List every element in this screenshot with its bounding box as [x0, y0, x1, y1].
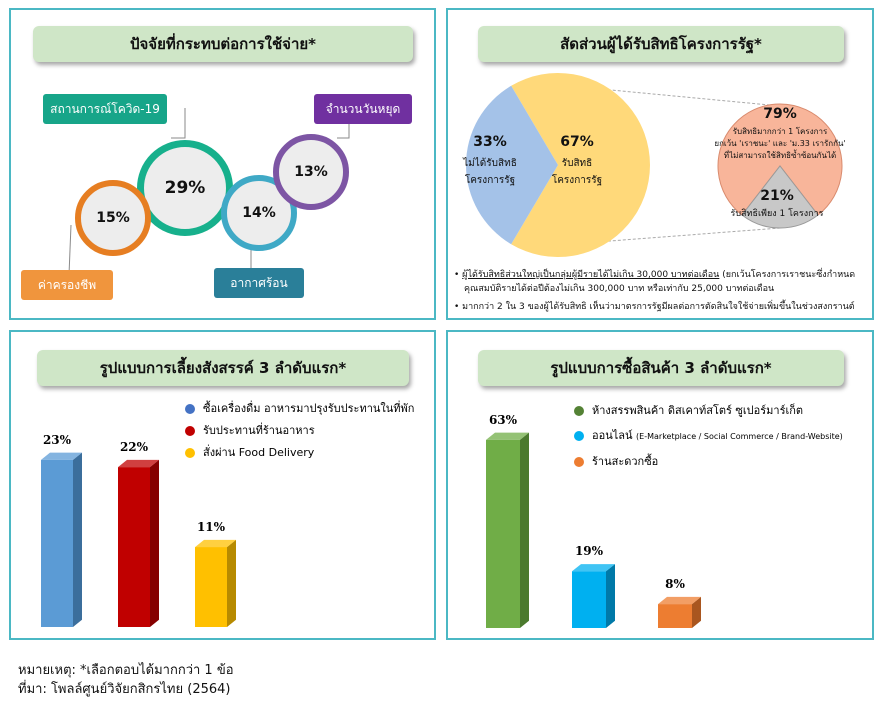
- bar-top-0: [41, 452, 82, 460]
- holidays-label: จำนวนวันหยุด: [314, 94, 412, 124]
- sub-big-line1: รับสิทธิมากกว่า 1 โครงการ: [732, 127, 828, 136]
- sub-big-value: 79%: [763, 106, 797, 122]
- party-legend-label-1: รับประทานที่ร้านอาหาร: [203, 424, 315, 437]
- holidays-circle: 13%: [273, 134, 349, 210]
- party-bar-label-0: 23%: [42, 432, 72, 447]
- bar-side-1: [606, 564, 615, 628]
- legend-dot-red: [185, 426, 195, 436]
- bar-front-2: [658, 604, 692, 628]
- party-bar-chart: [41, 452, 236, 627]
- bar-front-1: [118, 467, 150, 627]
- legend-dot-cyan: [574, 431, 584, 441]
- pie-right-label1: รับสิทธิ: [561, 158, 593, 169]
- legend-dot-orange: [574, 457, 584, 467]
- beneficiaries-title: สัดส่วนผู้ได้รับสิทธิโครงการรัฐ*: [478, 26, 844, 62]
- shopping-bar-label-1: 19%: [574, 544, 604, 559]
- bullet-dot: •: [454, 302, 463, 312]
- bar-top-2: [195, 539, 236, 548]
- bar-front-0: [486, 439, 520, 628]
- bar-top-1: [118, 459, 159, 468]
- bar-side-0: [520, 432, 529, 628]
- sub-small-value: 21%: [760, 188, 794, 204]
- bullet-1-continued: คุณสมบัติรายได้ต่อปีต้องไม่เกิน 300,000 …: [464, 284, 775, 294]
- pie-right-value: 67%: [560, 134, 594, 150]
- bar-side-2: [227, 539, 236, 627]
- party-panel: รูปแบบการเลี้ยงสังสรรค์ 3 ลำดับแรก* ซื้อ…: [9, 330, 436, 640]
- shopping-bar-chart: [486, 432, 701, 628]
- party-legend: ซื้อเครื่องดื่ม อาหารมาปรุงรับประทานในที…: [185, 398, 414, 464]
- party-legend-item-2: สั่งผ่าน Food Delivery: [185, 442, 414, 464]
- legend-dot-green: [574, 406, 584, 416]
- shopping-legend-item-1: ออนไลน์ (E-Marketplace / Social Commerce…: [574, 423, 843, 449]
- shopping-legend-item-0: ห้างสรรพสินค้า ดิสเคาท์สโตร์ ซูเปอร์มาร์…: [574, 398, 843, 423]
- beneficiaries-pies: [466, 73, 843, 258]
- party-legend-label-2: สั่งผ่าน Food Delivery: [203, 446, 315, 459]
- covid-circle: 29%: [137, 140, 233, 236]
- shopping-panel: รูปแบบการซื้อสินค้า 3 ลำดับแรก* ห้างสรรพ…: [446, 330, 874, 640]
- footer-note: หมายเหตุ: *เลือกตอบได้มากกว่า 1 ข้อ: [18, 663, 234, 678]
- pie-slice-received: [511, 73, 650, 258]
- footer-source: ที่มา: โพลล์ศูนย์วิจัยกสิกรไทย (2564): [18, 682, 231, 697]
- bar-front-1: [572, 571, 606, 628]
- legend-dot-yellow: [185, 448, 195, 458]
- sub-big-line3: ที่ไม่สามารถใช้สิทธิซ้ำซ้อนกันได้: [723, 151, 837, 160]
- bar-top-0: [486, 432, 529, 440]
- pie-slice-multi-program: [717, 103, 843, 216]
- party-title: รูปแบบการเลี้ยงสังสรรค์ 3 ลำดับแรก*: [37, 350, 409, 386]
- factors-panel: ปัจจัยที่กระทบต่อการใช้จ่าย* สถานการณ์โค…: [9, 8, 436, 320]
- bar-front-2: [195, 547, 227, 627]
- shopping-title: รูปแบบการซื้อสินค้า 3 ลำดับแรก*: [478, 350, 844, 386]
- pie-left-label2: โครงการรัฐ: [464, 175, 516, 186]
- bullet-dot: •: [454, 270, 463, 280]
- bullet-1-underlined: ผู้ได้รับสิทธิส่วนใหญ่เป็นกลุ่มผู้มีรายไ…: [462, 270, 720, 280]
- party-legend-label-0: ซื้อเครื่องดื่ม อาหารมาปรุงรับประทานในที…: [203, 402, 415, 415]
- hot-weather-label: อากาศร้อน: [214, 268, 304, 298]
- shopping-legend-label-1: ออนไลน์: [592, 429, 633, 442]
- party-bar-label-2: 11%: [196, 519, 226, 534]
- pie-left-label1: ไม่ได้รับสิทธิ: [463, 158, 517, 169]
- shopping-legend-label-2: ร้านสะดวกซื้อ: [592, 455, 659, 468]
- shopping-bar-label-0: 63%: [488, 412, 518, 427]
- shopping-legend-online-detail: (E-Marketplace / Social Commerce / Brand…: [636, 432, 843, 441]
- beneficiaries-panel: สัดส่วนผู้ได้รับสิทธิโครงการรัฐ* 33% ไม่…: [446, 8, 874, 320]
- pie-right-label2: โครงการรัฐ: [551, 175, 603, 186]
- bar-side-0: [73, 452, 82, 627]
- bar-side-1: [150, 459, 159, 627]
- pie-left-value: 33%: [473, 134, 507, 150]
- bar-top-2: [658, 596, 701, 605]
- bullet-1-tail: (ยกเว้นโครงการเราชนะซึ่งกำหนด: [719, 270, 856, 280]
- legend-dot-blue: [185, 404, 195, 414]
- cost-of-living-label: ค่าครองชีพ: [21, 270, 113, 300]
- bullet-2: • มากกว่า 2 ใน 3 ของผู้ได้รับสิทธิ เห็นว…: [454, 300, 872, 314]
- bullet-1: • ผู้ได้รับสิทธิส่วนใหญ่เป็นกลุ่มผู้มีรา…: [454, 268, 872, 296]
- bullet-2-text: มากกว่า 2 ใน 3 ของผู้ได้รับสิทธิ เห็นว่า…: [462, 302, 855, 312]
- pie-slice-not-received: [466, 85, 558, 245]
- bar-top-1: [572, 564, 615, 572]
- shopping-legend-label-0: ห้างสรรพสินค้า ดิสเคาท์สโตร์ ซูเปอร์มาร์…: [592, 404, 804, 417]
- factors-title: ปัจจัยที่กระทบต่อการใช้จ่าย*: [33, 26, 413, 62]
- party-legend-item-0: ซื้อเครื่องดื่ม อาหารมาปรุงรับประทานในที…: [185, 398, 414, 420]
- shopping-legend: ห้างสรรพสินค้า ดิสเคาท์สโตร์ ซูเปอร์มาร์…: [574, 398, 843, 474]
- covid-label: สถานการณ์โควิด-19: [43, 94, 167, 124]
- cost-of-living-circle: 15%: [75, 180, 151, 256]
- party-bar-label-1: 22%: [119, 439, 149, 454]
- shopping-legend-item-2: ร้านสะดวกซื้อ: [574, 449, 843, 474]
- shopping-bar-label-2: 8%: [665, 576, 685, 591]
- sub-small-line1: รับสิทธิเพียง 1 โครงการ: [730, 209, 824, 219]
- hot-weather-circle: 14%: [221, 175, 297, 251]
- sub-big-line2: ยกเว้น 'เราชนะ' และ 'ม.33 เรารักกัน': [714, 139, 846, 148]
- pie-slice-single-program: [741, 165, 819, 229]
- bar-side-2: [692, 596, 701, 628]
- party-legend-item-1: รับประทานที่ร้านอาหาร: [185, 420, 414, 442]
- bar-front-0: [41, 459, 73, 627]
